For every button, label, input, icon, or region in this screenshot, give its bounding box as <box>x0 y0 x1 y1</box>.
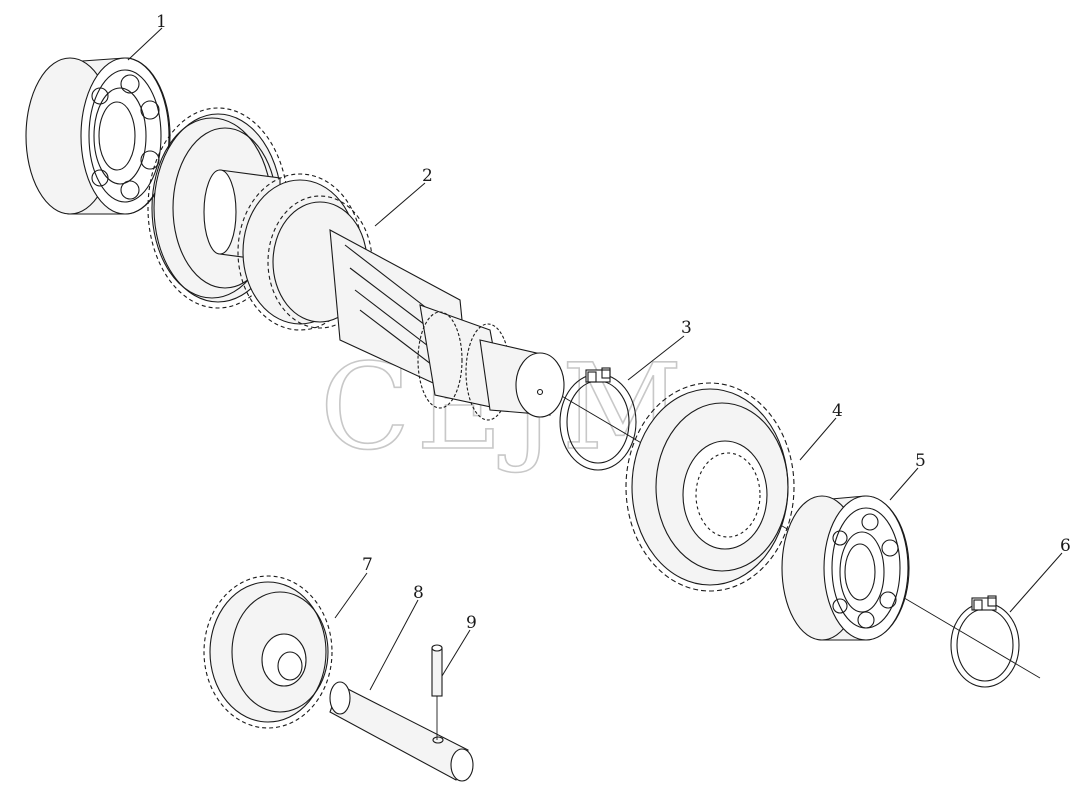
callout-1: 1 <box>156 12 167 32</box>
gear-shaft-part-2 <box>147 107 565 421</box>
callout-7: 7 <box>362 555 373 575</box>
ball-bearing-part-1 <box>25 57 171 215</box>
idler-gear-part-7 <box>203 575 333 729</box>
leader-line-4 <box>799 417 837 461</box>
leader-line-9 <box>441 629 471 677</box>
leader-line-3 <box>627 335 685 381</box>
callout-4: 4 <box>832 401 843 421</box>
callout-2: 2 <box>422 166 433 186</box>
callout-6: 6 <box>1060 536 1071 556</box>
leader-line-8 <box>369 599 419 691</box>
leader-line-2 <box>374 182 426 227</box>
callout-3: 3 <box>681 318 692 338</box>
callout-8: 8 <box>413 583 424 603</box>
shaft-part-8 <box>329 681 474 782</box>
leader-line-6 <box>1009 552 1063 613</box>
callout-5: 5 <box>915 451 926 471</box>
snap-ring-part-3 <box>559 367 637 471</box>
dowel-pin-part-9 <box>431 644 443 740</box>
snap-ring-part-6 <box>950 595 1020 688</box>
ball-bearing-part-5 <box>781 495 910 641</box>
splined-gear-part-4 <box>625 382 795 592</box>
leader-line-7 <box>334 572 368 619</box>
leader-line-5 <box>889 467 919 501</box>
leader-line-1 <box>127 27 163 61</box>
callout-9: 9 <box>466 613 477 633</box>
